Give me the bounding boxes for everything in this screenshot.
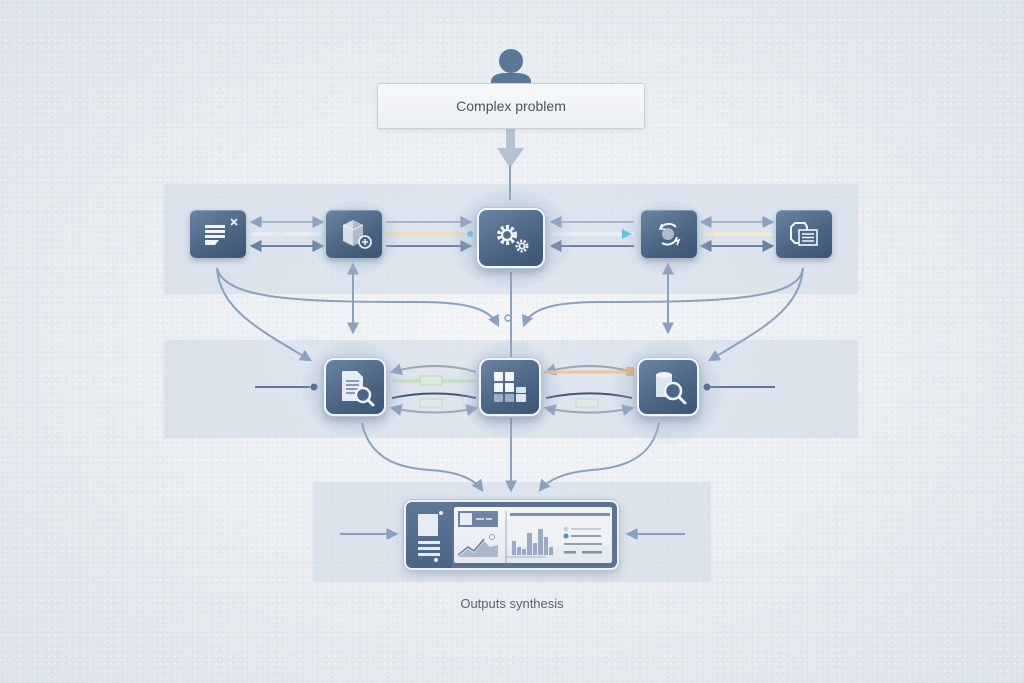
dashboard-sidebar — [406, 502, 452, 568]
document-search-icon — [329, 363, 381, 411]
processing-core-node[interactable] — [477, 208, 545, 268]
cube-add-node[interactable] — [326, 210, 382, 258]
document-search-node[interactable] — [324, 358, 386, 416]
database-search-node[interactable] — [637, 358, 699, 416]
file-list-node[interactable] — [776, 210, 832, 258]
file-list-icon — [781, 215, 827, 253]
document-close-icon — [195, 215, 241, 253]
outputs-synthesis-label: Outputs synthesis — [460, 596, 564, 611]
database-search-icon — [642, 363, 694, 411]
dashboard-content — [454, 507, 612, 563]
grid-blocks-icon — [484, 363, 536, 411]
outputs-dashboard[interactable] — [404, 500, 619, 570]
complex-problem-label: Complex problem — [456, 98, 566, 114]
document-edit-node[interactable] — [190, 210, 246, 258]
data-grid-node[interactable] — [479, 358, 541, 416]
complex-problem-box[interactable]: Complex problem — [377, 83, 645, 129]
gears-icon — [481, 213, 541, 263]
cycle-refresh-icon — [646, 215, 692, 253]
refresh-cycle-node[interactable] — [641, 210, 697, 258]
cube-add-icon — [331, 215, 377, 253]
